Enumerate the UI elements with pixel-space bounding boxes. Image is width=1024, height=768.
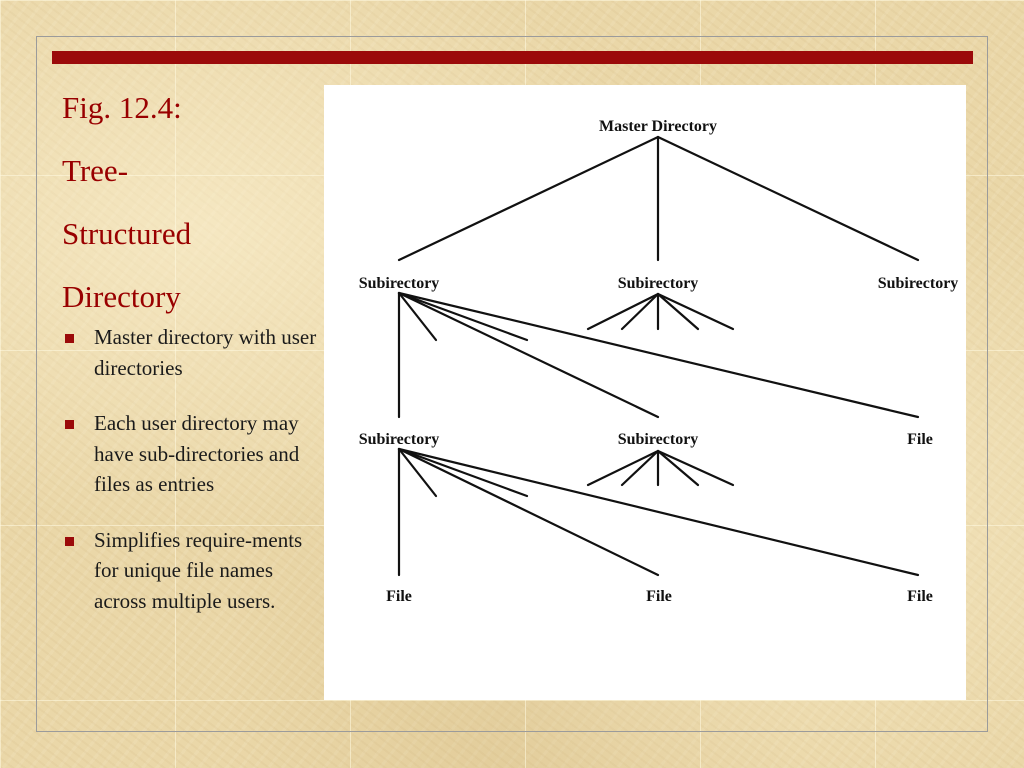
tree-diagram: Master Directory Subirectory Subirectory… [324, 85, 966, 700]
edge-sub-l2-mid-stub [586, 449, 660, 487]
accent-bar [52, 51, 973, 64]
edge-master-sub-left [397, 135, 660, 262]
edge-master-sub-right [656, 135, 920, 262]
node-file-l2-right: File [907, 431, 933, 448]
node-file-l3-right: File [907, 588, 933, 605]
edge-sub-mid-stub [656, 292, 700, 331]
bullet-square-icon [65, 420, 74, 429]
title-line-3: Structured [62, 216, 192, 251]
node-subdirectory-left: Subirectory [359, 275, 440, 292]
bullet-text: Master directory with user directories [94, 325, 317, 380]
node-master-directory: Master Directory [599, 118, 717, 135]
bullet-list: Master directory with user directories E… [62, 322, 320, 641]
node-subdirectory-right: Subirectory [878, 275, 959, 292]
edge-sub-l2-mid-stub [656, 449, 735, 487]
edge-sub-l2-left-file-right [397, 447, 920, 577]
node-subdirectory-mid: Subirectory [618, 275, 699, 292]
tree-edges [397, 135, 920, 577]
title-line-2: Tree- [62, 153, 129, 188]
edge-sub-l2-left-stub [397, 447, 438, 498]
edge-sub-left-file [397, 291, 920, 419]
slide-frame [36, 36, 988, 732]
node-subdirectory-l2-mid: Subirectory [618, 431, 699, 448]
edge-sub-mid-stub [620, 292, 660, 331]
edge-sub-left-stub [397, 291, 529, 342]
edge-sub-left-stub [397, 291, 438, 342]
title-line-1: Fig. 12.4: [62, 90, 182, 125]
edge-sub-mid-stub [586, 292, 660, 331]
bullet-text: Each user directory may have sub-directo… [94, 411, 300, 496]
node-file-l3-mid: File [646, 588, 672, 605]
edge-sub-l2-left-stub [397, 447, 529, 498]
title-line-4: Directory [62, 279, 181, 314]
edge-sub-l2-left-file-mid [397, 447, 660, 577]
edge-sub-left-sub-l2-mid [397, 291, 660, 419]
node-subdirectory-l2-left: Subirectory [359, 431, 440, 448]
bullet-square-icon [65, 334, 74, 343]
edge-sub-l2-mid-stub [620, 449, 660, 487]
node-file-l3-left: File [386, 588, 412, 605]
edge-sub-mid-stub [656, 292, 735, 331]
tree-diagram-svg: Master Directory Subirectory Subirectory… [359, 118, 959, 605]
edge-sub-l2-mid-stub [656, 449, 700, 487]
bullet-item: Each user directory may have sub-directo… [62, 408, 320, 500]
bullet-item: Simplifies require-ments for unique file… [62, 525, 320, 617]
bullet-text: Simplifies require-ments for unique file… [94, 527, 303, 613]
slide-title: Fig. 12.4: Tree- Structured Directory [62, 76, 312, 328]
bullet-item: Master directory with user directories [62, 322, 320, 383]
bullet-square-icon [65, 536, 74, 546]
